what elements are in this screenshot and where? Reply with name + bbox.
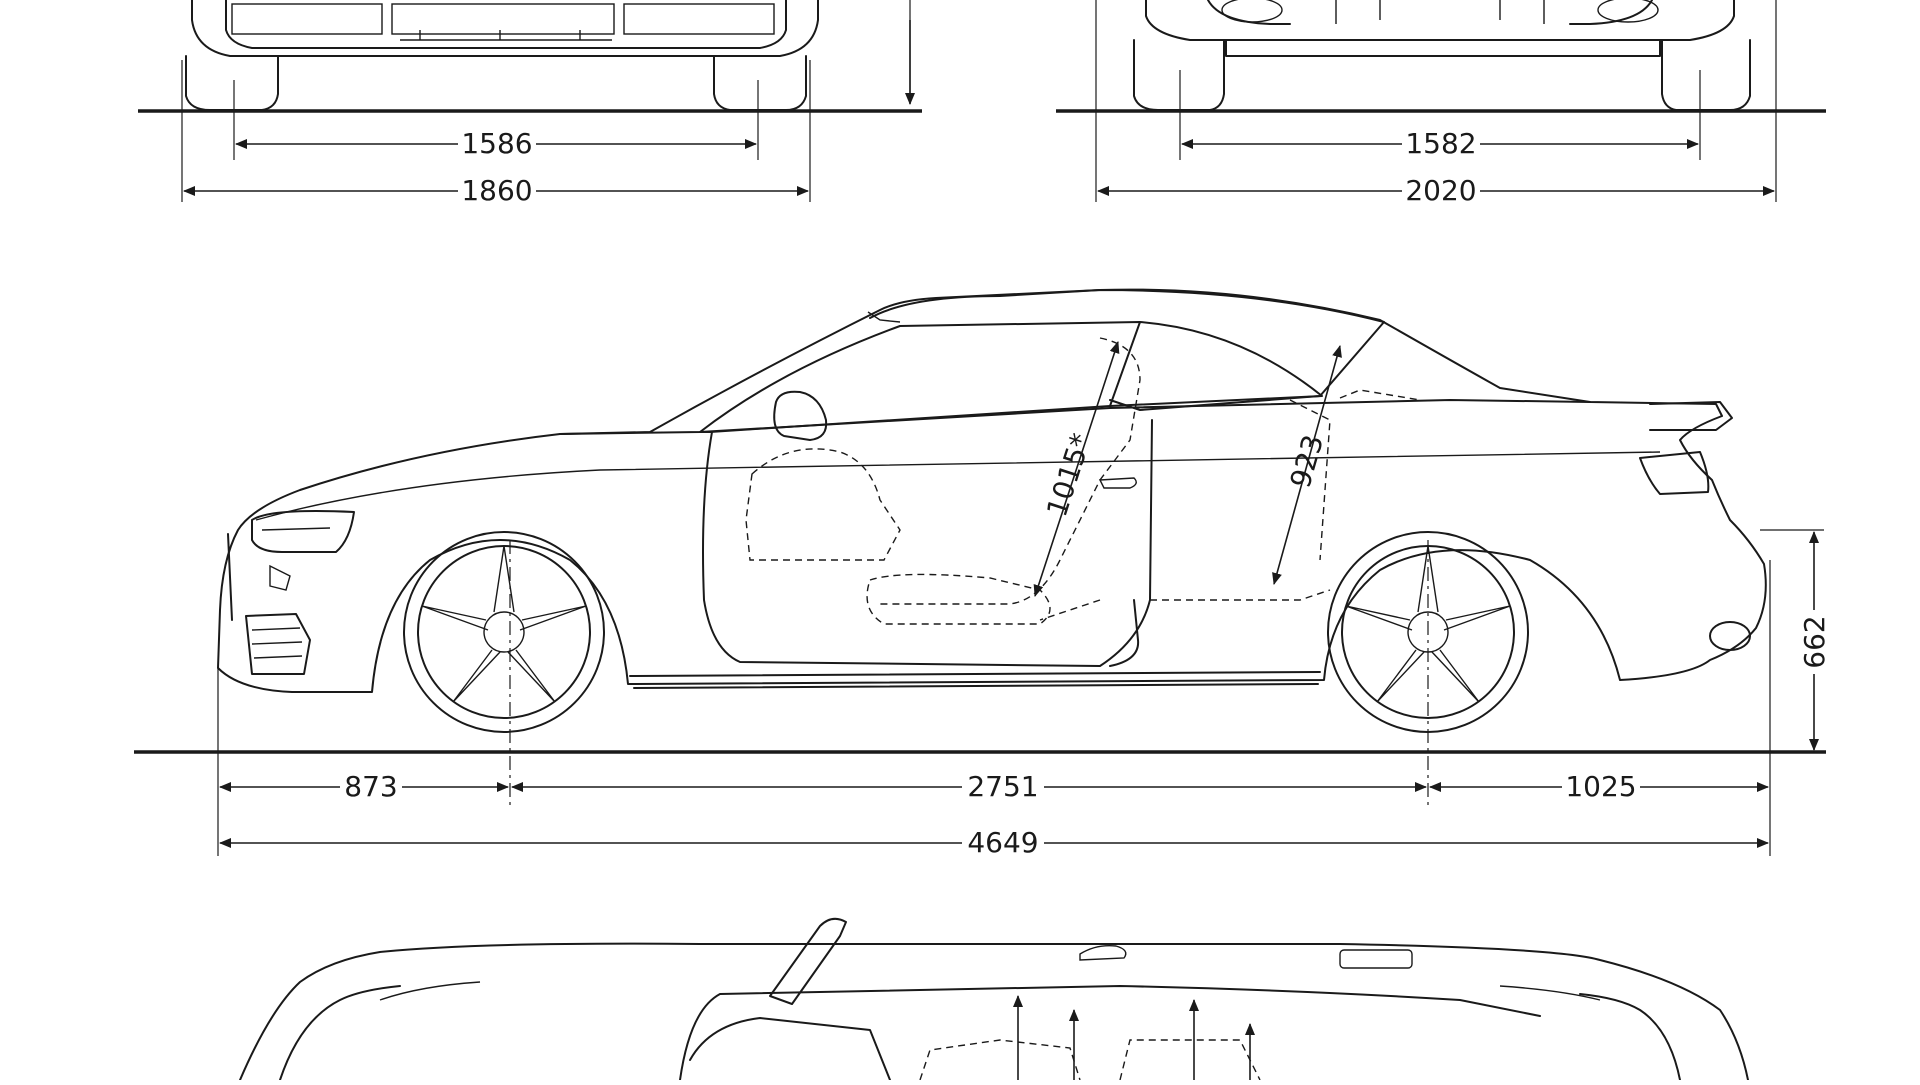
overall-length-label: 4649 bbox=[967, 826, 1038, 859]
front-grille-left bbox=[231, 3, 383, 35]
rear-headroom-arrow bbox=[1272, 345, 1342, 585]
front-wheel-left bbox=[185, 55, 279, 111]
rear-exhaust-right bbox=[1597, 0, 1659, 23]
rear-headroom-label: 923 bbox=[1284, 431, 1330, 491]
sill-height-label-bg bbox=[1796, 610, 1832, 674]
rear-view: 1582 2020 bbox=[1056, 0, 1826, 207]
front-grille-right bbox=[623, 3, 775, 35]
window-pillar bbox=[1109, 321, 1141, 407]
top-third-brake-light bbox=[1339, 949, 1413, 969]
top-body-outline bbox=[239, 942, 1749, 1081]
front-headroom-label: 1015* bbox=[1040, 429, 1098, 520]
rear-width-label: 2020 bbox=[1405, 174, 1476, 207]
rear-exhaust-left bbox=[1221, 0, 1283, 23]
rear-track-label: 1582 bbox=[1405, 127, 1476, 160]
rear-spoiler bbox=[1649, 401, 1733, 431]
rear-taillight bbox=[1639, 451, 1710, 495]
front-wheel bbox=[403, 531, 605, 733]
rear-wheel-left bbox=[1133, 39, 1225, 111]
wheelbase-label: 2751 bbox=[967, 770, 1038, 803]
front-width-label: 1860 bbox=[461, 174, 532, 207]
front-overhang-label: 873 bbox=[344, 770, 397, 803]
side-mirror bbox=[773, 390, 828, 441]
front-track-label: 1586 bbox=[461, 127, 532, 160]
rear-bumper-outline bbox=[1145, 0, 1735, 41]
top-view bbox=[239, 917, 1749, 1081]
sill-height-label: 662 bbox=[1798, 615, 1831, 668]
side-window bbox=[699, 321, 1323, 433]
front-seat-outline bbox=[745, 448, 901, 561]
convertible-roof bbox=[869, 289, 1385, 411]
car-body-profile bbox=[217, 288, 1767, 693]
door-outline bbox=[702, 419, 1153, 667]
front-headroom-arrow bbox=[1033, 341, 1120, 597]
rear-wheel-right bbox=[1661, 39, 1751, 111]
front-grille-center bbox=[391, 3, 615, 35]
front-view: 1586 1860 bbox=[138, 0, 922, 207]
rear-overhang-label: 1025 bbox=[1565, 770, 1636, 803]
front-wheel-right bbox=[713, 55, 807, 111]
headlight bbox=[251, 510, 355, 553]
side-view: 1015* 923 662 873 2751 1025 4649 bbox=[134, 288, 1832, 859]
top-antenna-fin bbox=[1079, 944, 1127, 961]
exhaust-tip bbox=[1709, 621, 1751, 651]
front-bumper-outline bbox=[191, 0, 819, 57]
door-handle bbox=[1098, 477, 1137, 489]
top-mirror bbox=[769, 917, 847, 1005]
front-air-intake bbox=[245, 613, 311, 675]
